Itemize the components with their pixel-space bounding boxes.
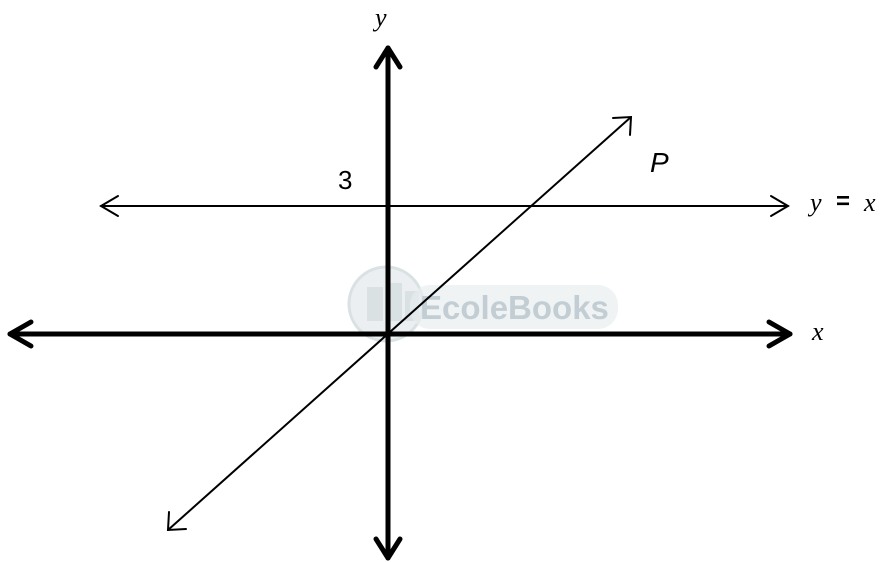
point-p-label: P	[650, 147, 669, 178]
line-equation-y: y	[807, 188, 822, 217]
watermark-banner	[410, 285, 618, 329]
y-axis-label: y	[372, 3, 387, 32]
y-axis-bottom-arrow	[373, 536, 403, 561]
horizontal-line	[99, 195, 790, 217]
x-axis	[7, 319, 793, 349]
y-axis-top-arrow	[373, 45, 403, 70]
intercept-label: 3	[338, 165, 352, 195]
x-axis-label: x	[811, 317, 824, 346]
x-axis-right-arrow	[766, 319, 793, 349]
y-axis	[373, 45, 403, 561]
line-equation-x: x	[863, 188, 876, 217]
diagonal-line-top-arrow	[612, 115, 633, 136]
diagonal-line-bottom-arrow	[166, 511, 187, 532]
horizontal-line-left-arrow	[99, 195, 119, 217]
x-axis-left-arrow	[7, 319, 34, 349]
watermark-text: EcoleBooks	[420, 289, 609, 326]
line-equation-equals: =	[836, 188, 850, 215]
diagonal-line	[166, 115, 633, 532]
line-equation-label: y = x	[807, 188, 876, 217]
horizontal-line-right-arrow	[770, 195, 790, 217]
